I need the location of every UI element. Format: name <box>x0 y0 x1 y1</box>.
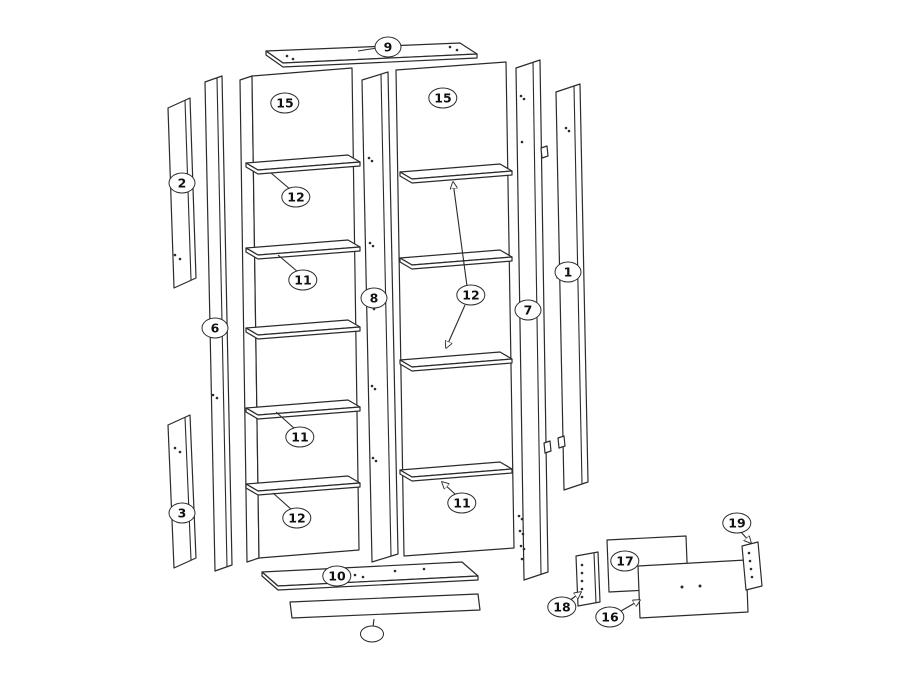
part-callout-12-c: 12 <box>456 284 486 306</box>
part-callout-15-right: 15 <box>428 87 458 109</box>
shelf-left-4 <box>245 399 361 420</box>
panel-top-9 <box>265 42 478 68</box>
part-callout-2: 2 <box>168 172 196 194</box>
part-callout-3: 3 <box>168 502 196 524</box>
panel-back-left-15 <box>251 67 360 559</box>
part-callout-6: 6 <box>201 317 229 339</box>
shelf-left-5 <box>245 475 361 496</box>
shelf-right-2 <box>399 249 513 270</box>
part-callout-16: 16 <box>595 606 625 628</box>
drawer-side-19 <box>741 541 763 591</box>
part-callout-11-a: 11 <box>288 269 318 291</box>
part-callout-7: 7 <box>514 299 542 321</box>
shelf-right-1 <box>399 163 513 184</box>
drawer-side-18 <box>575 551 601 607</box>
drawer-front-16 <box>637 559 749 619</box>
part-callout-8: 8 <box>360 287 388 309</box>
panel-kickboard <box>289 593 481 619</box>
callout-leader-lines <box>270 47 751 628</box>
shelf-left-3 <box>245 319 361 340</box>
part-callout-17: 17 <box>610 550 640 572</box>
panel-door-1 <box>555 83 589 491</box>
panel-side-7 <box>515 59 552 581</box>
part-callout-18: 18 <box>547 596 577 618</box>
panel-small-3 <box>167 414 197 569</box>
panel-back-right-15 <box>395 61 515 557</box>
shelf-left-2 <box>245 239 361 260</box>
shelf-left-1 <box>245 154 361 175</box>
shelf-right-4 <box>399 461 513 482</box>
part-callout-9: 9 <box>374 36 402 58</box>
part-callout-11-c: 11 <box>447 492 477 514</box>
part-callout-11-b: 11 <box>285 426 315 448</box>
part-callout-15-left: 15 <box>270 92 300 114</box>
part-callout-1: 1 <box>554 261 582 283</box>
part-callout-12-a: 12 <box>281 186 311 208</box>
panel-divider-8 <box>361 71 399 563</box>
part-callout-unknown <box>360 625 384 643</box>
part-callout-12-b: 12 <box>282 507 312 529</box>
part-callout-19: 19 <box>722 512 752 534</box>
panel-bottom-10 <box>261 561 479 591</box>
part-callout-10: 10 <box>322 565 352 587</box>
shelf-right-3 <box>399 351 513 372</box>
